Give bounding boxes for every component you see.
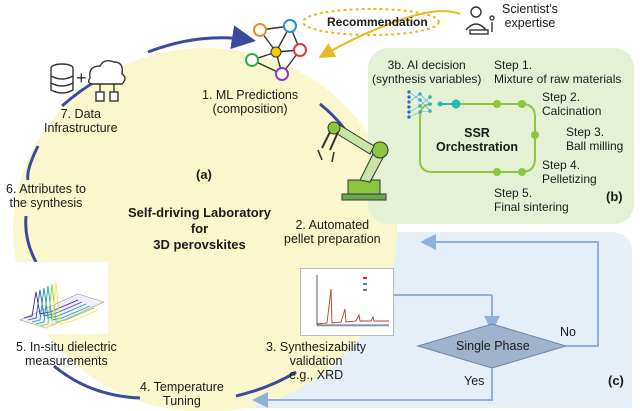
step-dot-2 [518, 100, 526, 108]
orchestration-node [451, 99, 461, 109]
center-title: Self-driving Laboratory for 3D perovskit… [128, 205, 271, 253]
no-branch-arrow [420, 234, 599, 347]
scientist-label-line1: Scientist's [502, 2, 558, 16]
dielectric-plot-thumbnail [6, 262, 108, 334]
stage-data-line2: Infrastructure [44, 121, 118, 135]
stage-temperature-tuning: 4. Temperature Tuning [140, 380, 224, 408]
step-3-label: Step 3. Ball milling [566, 125, 623, 153]
neural-network-icon [407, 90, 443, 119]
step-dot-3 [531, 131, 539, 139]
recommendation-label: Recommendation [327, 15, 428, 29]
cycle-arc-left-mid [24, 215, 38, 263]
xrd-plot-graphic [316, 275, 389, 327]
center-title-line2: for [190, 221, 209, 236]
ssr-orchestration-label: SSR Orchestration [436, 126, 518, 154]
step-dot-1 [493, 100, 501, 108]
step-1-title: Step 1. [494, 58, 533, 72]
yes-branch-arrow [252, 368, 493, 408]
step-5-title: Step 5. [494, 186, 533, 200]
stage-attributes: 6. Attributes to the synthesis [6, 182, 86, 210]
step-4-desc: Pelletizing [542, 172, 597, 186]
cycle-arc-left [26, 145, 40, 181]
stage-data-line1: 7. Data [60, 107, 101, 121]
step-3-title: Step 3. [566, 125, 605, 139]
database-cloud-icon [50, 59, 126, 102]
stage-synthesizability: 3. Synthesizability validation e.g., XRD [266, 340, 366, 382]
cycle-arc-bottom-left [53, 364, 141, 400]
stage-dielectric: 5. In-situ dielectric measurements [16, 340, 117, 368]
step-3-desc: Ball milling [566, 139, 624, 153]
graph-network-icon [245, 19, 307, 81]
ai-decision-line2: (synthesis variables) [372, 72, 482, 86]
center-title-line1: Self-driving Laboratory [128, 205, 272, 220]
step-2-title: Step 2. [542, 90, 581, 104]
step-5-label: Step 5. Final sintering [494, 186, 569, 214]
xrd-plot-thumbnail [300, 268, 394, 336]
step-5-desc: Final sintering [494, 200, 569, 214]
cycle-arc-bottom-right [235, 370, 297, 398]
plus-sign: + [76, 68, 87, 88]
yes-label: Yes [464, 374, 485, 388]
recommendation-ellipse [302, 8, 440, 36]
stage-pellet-line1: 2. Automated [295, 218, 370, 232]
stage-attributes-line2: the synthesis [9, 196, 83, 210]
panel-label-c: (c) [608, 373, 624, 388]
panel-label-b: (b) [606, 189, 623, 204]
panel-b-background [368, 48, 634, 224]
step-4-label: Step 4. Pelletizing [542, 158, 597, 186]
ai-decision-label: 3b. AI decision (synthesis variables) [372, 58, 481, 86]
stage-dielectric-line2: measurements [25, 354, 108, 368]
scientist-label-line2: expertise [504, 16, 556, 30]
dielectric-plot-graphic [19, 281, 105, 329]
robot-arm-icon [317, 121, 389, 201]
step-1-label: Step 1. Mixture of raw materials [494, 58, 621, 86]
single-phase-label: Single Phase [456, 339, 530, 353]
step-2-label: Step 2. Calcination [542, 90, 601, 118]
step-2-desc: Calcination [542, 104, 602, 118]
step-4-title: Step 4. [542, 158, 581, 172]
cycle-arc-top [147, 25, 256, 54]
stage-temperature-line2: Tuning [163, 394, 201, 408]
no-label: No [560, 325, 576, 339]
step-dot-4 [518, 168, 526, 176]
stage-validation-line2: validation [289, 354, 343, 368]
stage-pellet-line2: pellet preparation [284, 232, 381, 246]
stage-automated-pellet: 2. Automated pellet preparation [284, 218, 381, 246]
center-title-line3: 3D perovskites [153, 237, 246, 252]
stage-validation-line3: e.g., XRD [288, 368, 344, 382]
stage-attributes-line1: 6. Attributes to [6, 182, 86, 196]
stage-validation-line1: 3. Synthesizability [266, 340, 367, 354]
ssr-line2: Orchestration [436, 140, 518, 154]
scientist-icon [465, 6, 495, 35]
scientist-expertise-label: Scientist's expertise [502, 2, 558, 30]
stage-ml-predictions: 1. ML Predictions (composition) [202, 88, 298, 116]
stage-ml-line1: 1. ML Predictions [202, 88, 299, 102]
recommendation-arrow [318, 10, 461, 59]
step-dot-5 [493, 168, 501, 176]
ssr-line1: SSR [464, 126, 490, 140]
stage-ml-line2: (composition) [212, 102, 288, 116]
stage-dielectric-line1: 5. In-situ dielectric [16, 340, 117, 354]
step-1-desc: Mixture of raw materials [494, 72, 622, 86]
ai-decision-line1: 3b. AI decision [387, 58, 466, 72]
stage-temperature-line1: 4. Temperature [140, 380, 224, 394]
panel-label-a: (a) [196, 167, 212, 182]
stage-data-infrastructure: 7. Data Infrastructure [44, 107, 118, 135]
